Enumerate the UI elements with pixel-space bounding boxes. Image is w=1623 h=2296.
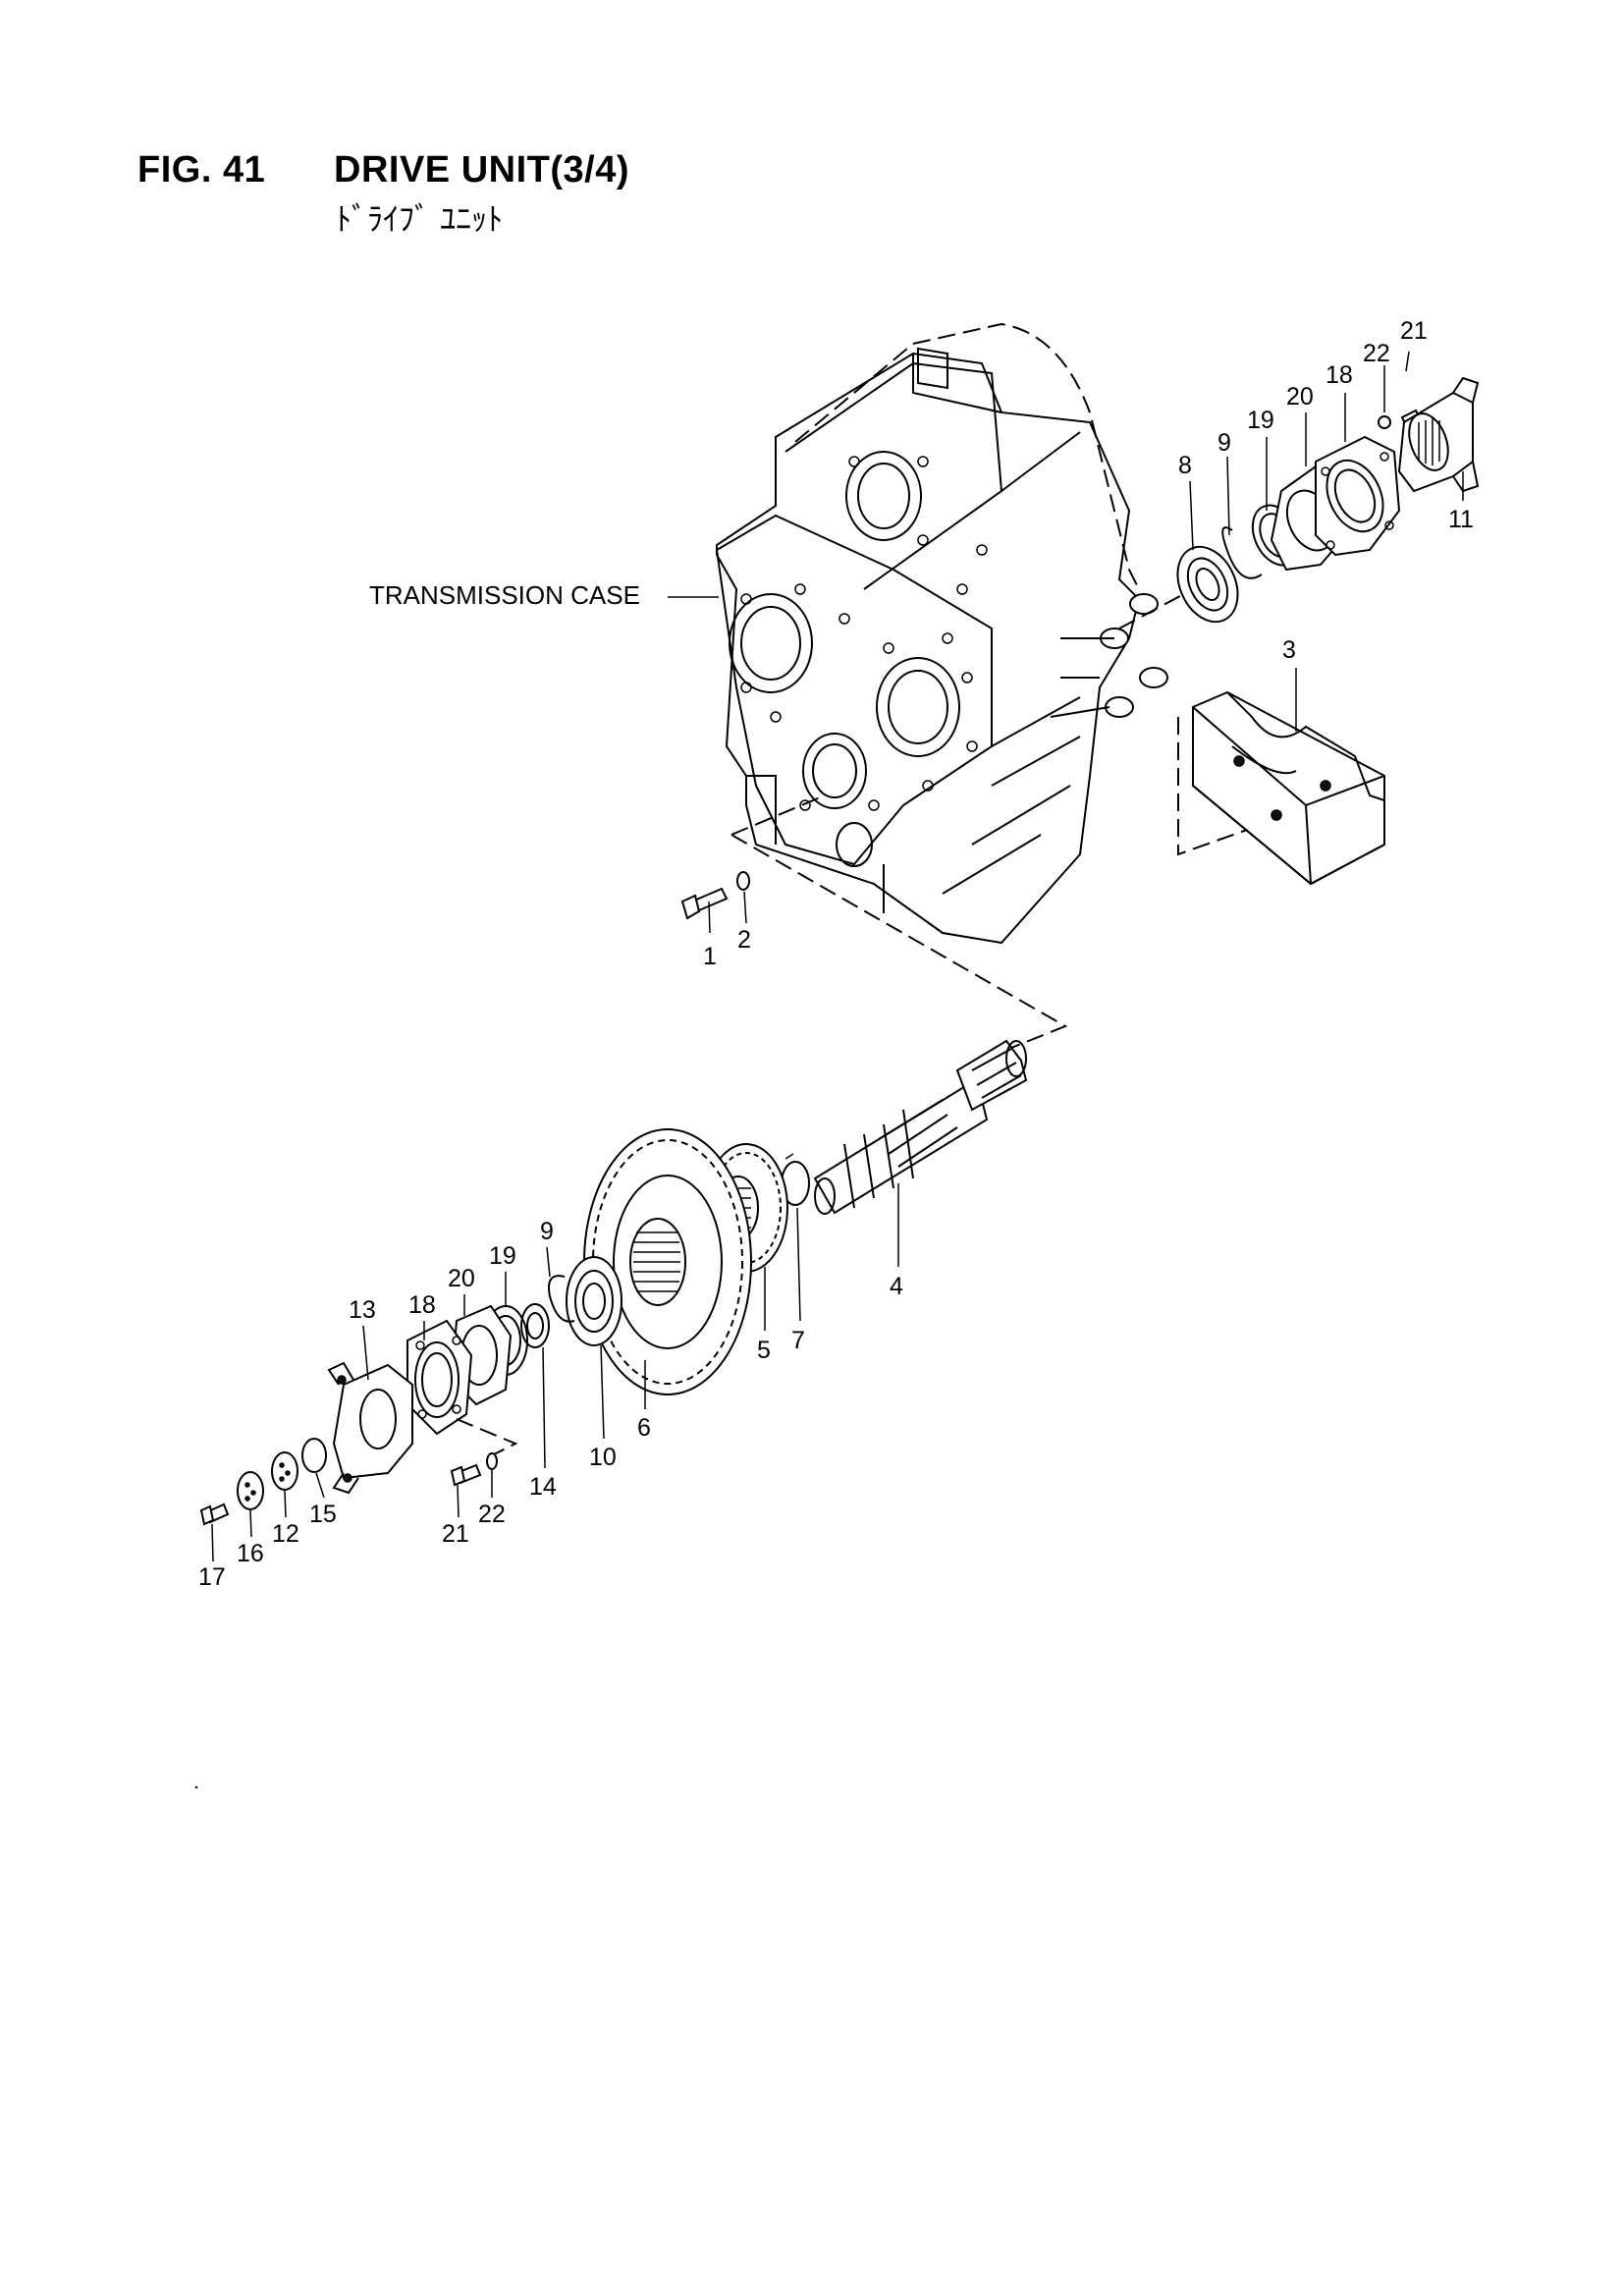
callout-17: 17 xyxy=(198,1563,226,1591)
washer-part-22-lower xyxy=(486,1452,498,1470)
callout-13: 13 xyxy=(349,1296,376,1324)
gear-part-6 xyxy=(583,1128,752,1395)
snap-ring-part-9-lower xyxy=(548,1275,575,1323)
callout-21-lower: 21 xyxy=(442,1520,469,1548)
callouts: 21 22 18 20 19 9 8 11 3 1 2 4 7 5 6 9 10… xyxy=(198,317,1474,1591)
bracket-part-3 xyxy=(1177,690,1385,886)
callout-18-lower: 18 xyxy=(408,1291,436,1319)
plate-part-16 xyxy=(237,1471,264,1510)
callout-9-lower: 9 xyxy=(540,1218,554,1245)
callout-19-upper: 19 xyxy=(1247,407,1274,434)
upper-output-assembly xyxy=(1118,376,1480,629)
figure-number: FIG. 41 xyxy=(137,149,266,191)
washer-part-2 xyxy=(736,871,750,891)
shaft-part-4 xyxy=(813,1039,1028,1215)
bolt-part-17 xyxy=(199,1503,230,1526)
callout-12: 12 xyxy=(272,1520,299,1548)
yoke-part-13 xyxy=(327,1361,413,1495)
spacer-part-14 xyxy=(520,1303,550,1348)
callout-22-upper: 22 xyxy=(1363,340,1390,367)
figure-title: DRIVE UNIT(3/4) xyxy=(334,149,629,191)
callout-6: 6 xyxy=(637,1414,651,1442)
o-ring-part-15 xyxy=(301,1438,327,1473)
callout-8: 8 xyxy=(1178,452,1192,479)
callout-21-upper: 21 xyxy=(1400,317,1428,345)
plate-part-12 xyxy=(271,1451,298,1491)
callout-22-lower: 22 xyxy=(478,1501,506,1528)
callout-2: 2 xyxy=(737,926,751,954)
callout-10: 10 xyxy=(589,1444,617,1471)
callout-11: 11 xyxy=(1448,506,1474,533)
callout-16: 16 xyxy=(237,1540,264,1567)
callout-5: 5 xyxy=(757,1337,771,1364)
bolt-part-21-lower xyxy=(450,1463,482,1487)
callout-4: 4 xyxy=(890,1273,903,1300)
leader-lines xyxy=(211,351,1464,1562)
bolt-part-1 xyxy=(680,887,729,920)
callout-19-lower: 19 xyxy=(489,1242,516,1270)
callout-14: 14 xyxy=(529,1473,557,1501)
transmission-case-label: TRANSMISSION CASE xyxy=(369,580,640,610)
bearing-part-10 xyxy=(566,1256,622,1346)
callout-1: 1 xyxy=(703,943,717,970)
figure-subtitle-japanese: ﾄﾞﾗｲﾌﾞ ﾕﾆｯﾄ xyxy=(336,200,504,238)
callout-20-upper: 20 xyxy=(1286,383,1314,410)
transmission-case xyxy=(715,322,1168,945)
callout-18-upper: 18 xyxy=(1325,361,1353,389)
callout-7: 7 xyxy=(791,1327,805,1354)
callout-15: 15 xyxy=(309,1501,337,1528)
callout-20-lower: 20 xyxy=(448,1265,475,1292)
callout-9-upper: 9 xyxy=(1217,429,1231,457)
callout-3: 3 xyxy=(1282,636,1296,664)
